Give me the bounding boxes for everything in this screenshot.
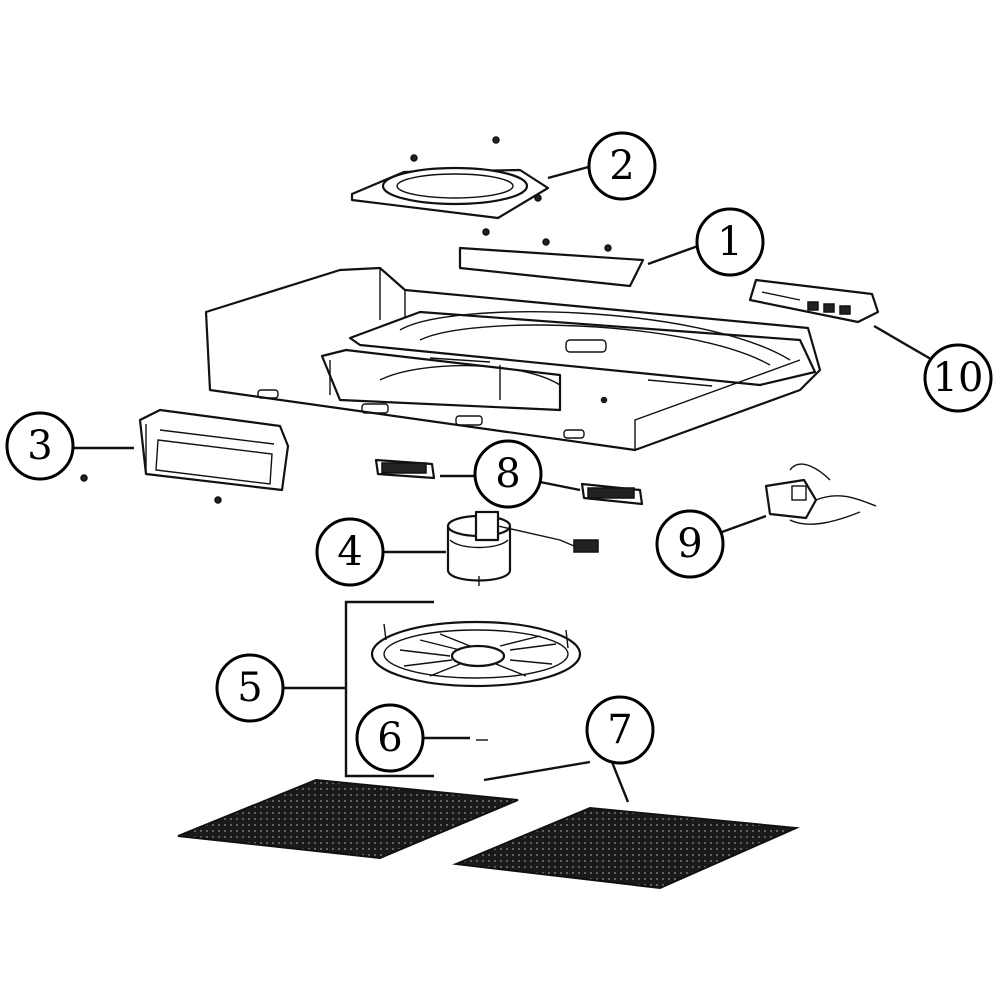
blower-motor bbox=[446, 510, 599, 586]
callout-4: 4 bbox=[315, 517, 385, 587]
control-switch-board bbox=[748, 278, 880, 324]
leader-lines bbox=[72, 164, 937, 803]
callout-9: 9 bbox=[655, 509, 725, 579]
grease-filter-left bbox=[177, 778, 519, 860]
callout-4-label: 4 bbox=[337, 529, 362, 575]
callout-2: 2 bbox=[587, 131, 657, 201]
callout-5-label: 5 bbox=[237, 665, 262, 711]
callout-7-label: 7 bbox=[607, 707, 632, 753]
callout-10: 10 bbox=[923, 343, 993, 413]
callout-7: 7 bbox=[585, 695, 655, 765]
callout-3: 3 bbox=[5, 411, 75, 481]
range-hood-body bbox=[204, 266, 822, 452]
callout-9-label: 9 bbox=[677, 521, 702, 567]
duct-collar-plate bbox=[350, 136, 550, 220]
callout-8: 8 bbox=[473, 439, 543, 509]
callout-6-label: 6 bbox=[377, 715, 402, 761]
callout-2-label: 2 bbox=[609, 143, 634, 189]
callout-3-label: 3 bbox=[27, 423, 52, 469]
wiring-harness bbox=[764, 463, 877, 525]
callout-1: 1 bbox=[695, 207, 765, 277]
light-housing bbox=[80, 408, 290, 504]
callout-8-label: 8 bbox=[495, 451, 520, 497]
cover-plate bbox=[458, 228, 645, 288]
callout-6: 6 bbox=[355, 703, 425, 773]
fan-wheel bbox=[370, 620, 582, 688]
lamp-holders bbox=[374, 458, 644, 506]
grease-filter-right bbox=[452, 806, 800, 890]
callout-1-label: 1 bbox=[717, 219, 742, 265]
callout-10-label: 10 bbox=[933, 355, 984, 401]
callout-5: 5 bbox=[215, 653, 285, 723]
